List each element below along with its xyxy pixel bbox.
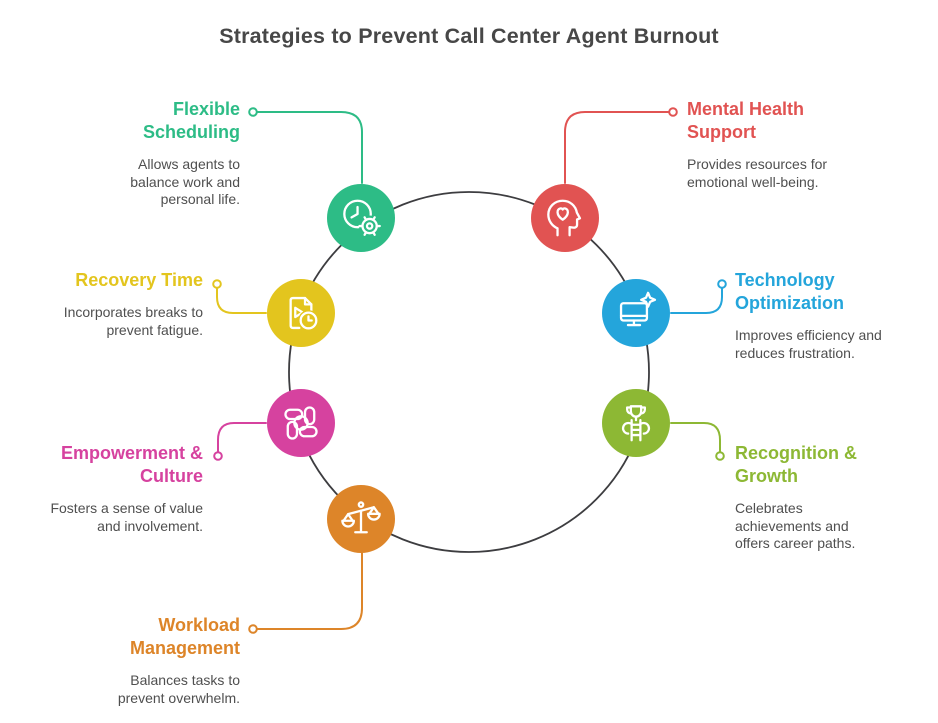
connector-recovery-time (216, 287, 267, 314)
connector-dot-technology-optimization (717, 279, 727, 289)
recovery-time-badge (267, 279, 335, 347)
node-title: Recognition & Growth (735, 443, 857, 486)
node-description: Allows agents to balance work and person… (130, 156, 240, 207)
node-recognition-growth: Recognition & Growth Celebrates achievem… (735, 442, 930, 553)
connector-dot-recognition-growth (715, 451, 725, 461)
page-title: Strategies to Prevent Call Center Agent … (219, 24, 719, 48)
connector-mental-health-support (564, 111, 670, 184)
node-title: Empowerment & Culture (60, 443, 203, 486)
node-mental-health-support: Mental Health Support Provides resources… (687, 98, 897, 191)
connector-workload-management (256, 552, 363, 630)
monitor-sparkle-icon (619, 291, 657, 327)
node-title: Recovery Time (75, 270, 203, 290)
node-description: Celebrates achievements and offers caree… (735, 500, 856, 551)
node-title: Mental Health Support (687, 99, 805, 142)
connector-technology-optimization (670, 287, 723, 314)
connector-empowerment-culture (217, 422, 267, 453)
head-heart-icon (547, 199, 582, 237)
flexible-scheduling-badge (327, 184, 395, 252)
connector-dot-mental-health-support (668, 107, 678, 117)
center-ring (288, 191, 650, 553)
node-title: Flexible Scheduling (142, 99, 240, 142)
connector-dot-recovery-time (212, 279, 222, 289)
connector-dot-workload-management (248, 624, 258, 634)
recognition-growth-badge (602, 389, 670, 457)
node-description: Incorporates breaks to prevent fatigue. (63, 304, 203, 338)
connector-flexible-scheduling (256, 111, 363, 184)
node-title: Workload Management (129, 615, 240, 658)
node-empowerment-culture: Empowerment & Culture Fosters a sense of… (23, 442, 203, 535)
node-description: Provides resources for emotional well-be… (687, 156, 828, 190)
empowerment-culture-badge (267, 389, 335, 457)
balance-scale-icon (341, 501, 381, 534)
node-technology-optimization: Technology Optimization Improves efficie… (735, 269, 930, 362)
connector-dot-empowerment-culture (213, 451, 223, 461)
connector-recognition-growth (670, 422, 721, 453)
node-description: Balances tasks to prevent overwhelm. (117, 672, 240, 706)
node-workload-management: Workload Management Balances tasks to pr… (60, 614, 240, 707)
mental-health-support-badge (531, 184, 599, 252)
teamwork-hands-icon (284, 406, 318, 440)
technology-optimization-badge (602, 279, 670, 347)
node-flexible-scheduling: Flexible Scheduling Allows agents to bal… (60, 98, 240, 209)
node-title: Technology Optimization (735, 270, 844, 313)
node-description: Improves efficiency and reduces frustrat… (735, 327, 882, 361)
workload-management-badge (327, 485, 395, 553)
trophy-ladder-icon (621, 405, 651, 442)
connector-dot-flexible-scheduling (248, 107, 258, 117)
node-recovery-time: Recovery Time Incorporates breaks to pre… (23, 269, 203, 339)
clock-gear-icon (343, 199, 381, 237)
node-description: Fosters a sense of value and involvement… (50, 500, 203, 534)
document-play-clock-icon (289, 296, 319, 331)
